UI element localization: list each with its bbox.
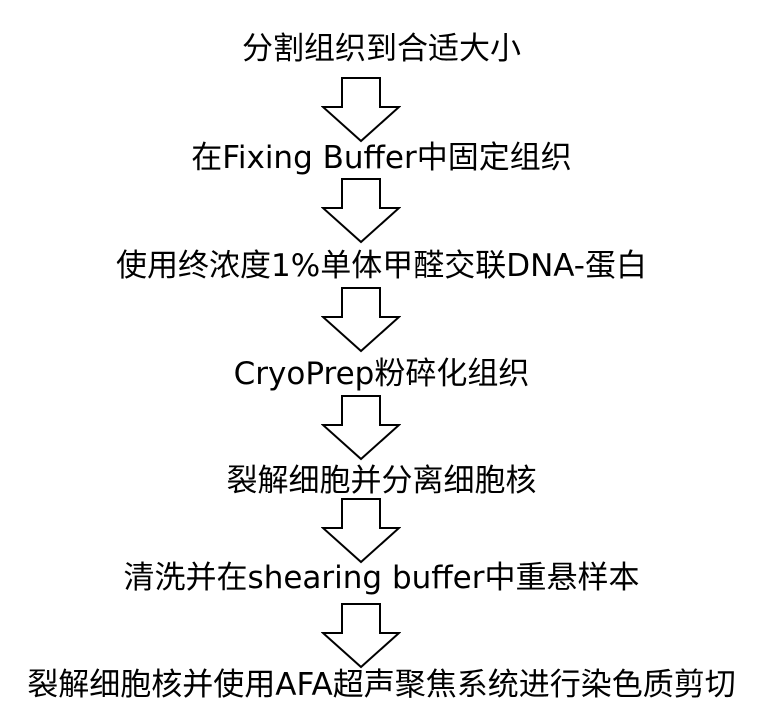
down-arrow-icon: [321, 77, 401, 143]
step-2-fix-tissue: 在Fixing Buffer中固定组织: [191, 140, 572, 176]
step-5-lyse-cells: 裂解细胞并分离细胞核: [226, 463, 537, 499]
down-arrow-icon: [321, 395, 401, 461]
step-1-cut-tissue: 分割组织到合适大小: [242, 31, 521, 67]
step-3-crosslink: 使用终浓度1%单体甲醛交联DNA-蛋白: [116, 248, 647, 284]
down-arrow-icon: [321, 498, 401, 564]
step-4-cryoprep: CryoPrep粉碎化组织: [233, 356, 530, 392]
step-6-wash-resuspend: 清洗并在shearing buffer中重悬样本: [123, 560, 640, 596]
down-arrow-icon: [321, 603, 401, 669]
step-7-shear-chromatin: 裂解细胞核并使用AFA超声聚焦系统进行染色质剪切: [27, 667, 736, 703]
down-arrow-icon: [321, 287, 401, 353]
down-arrow-icon: [321, 178, 401, 244]
